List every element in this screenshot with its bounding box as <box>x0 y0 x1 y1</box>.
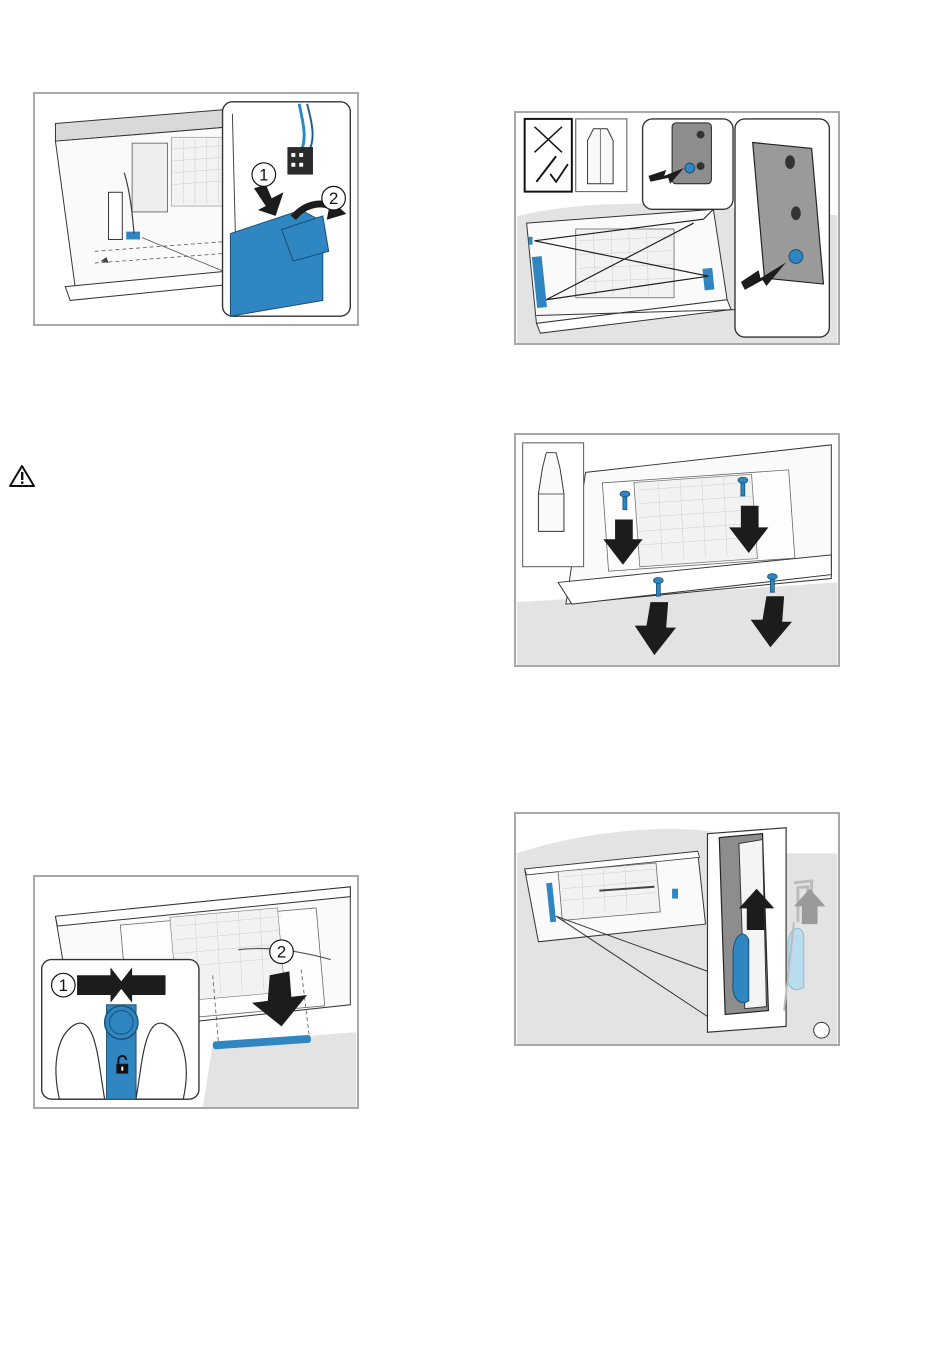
bracket-removal-illustration <box>516 113 838 343</box>
callout-2: 2 <box>329 189 338 208</box>
figure-connector-detach: 1 2 <box>33 92 359 326</box>
callout-1: 1 <box>259 165 268 184</box>
figure-screw-removal <box>514 433 840 667</box>
no-screwdriver-icon <box>525 119 572 192</box>
clip-lift-illustration <box>516 814 838 1044</box>
callout-1: 1 <box>59 976 68 995</box>
figure-clip-lift <box>514 812 840 1046</box>
callout-2: 2 <box>277 943 286 962</box>
connector-detach-illustration: 1 2 <box>35 94 357 324</box>
warning-triangle-icon <box>9 464 35 488</box>
figure-bracket-removal <box>514 111 840 345</box>
unlock-pull-illustration: 2 1 <box>35 877 357 1107</box>
screw-removal-illustration <box>516 435 838 665</box>
figure-unlock-pull: 2 1 <box>33 875 359 1109</box>
